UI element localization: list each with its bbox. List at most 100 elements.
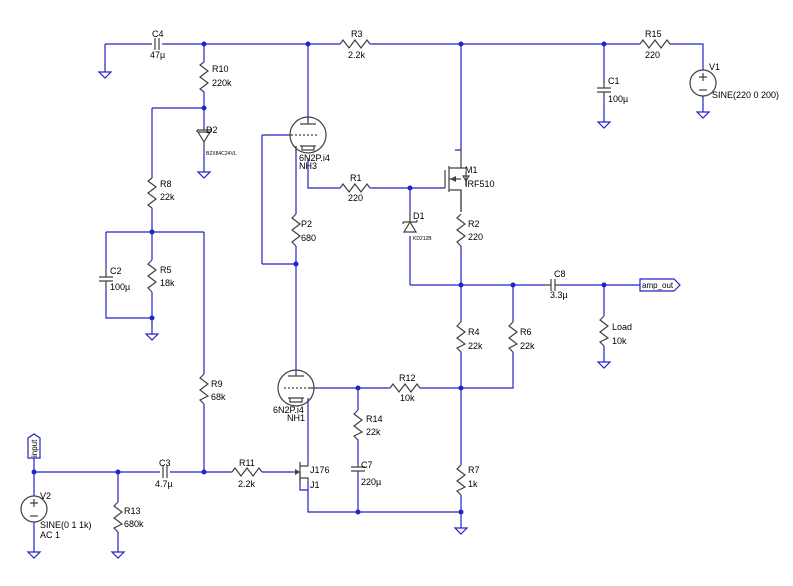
p2-ref: P2 <box>301 219 312 229</box>
capacitor-c7-symbol <box>351 464 365 474</box>
ground-v2 <box>26 551 42 559</box>
jfet-j1-symbol <box>292 462 309 482</box>
r13-value: 680k <box>124 519 144 529</box>
ground-c1 <box>596 121 612 129</box>
p2-value: 680 <box>301 233 316 243</box>
capacitor-c1-symbol <box>597 82 611 98</box>
r2-value: 220 <box>468 232 483 242</box>
r7-value: 1k <box>468 479 478 489</box>
m1-ref: M1 <box>465 165 478 175</box>
c8-value: 3.3µ <box>550 290 568 300</box>
r11-ref: R11 <box>239 458 255 468</box>
r3-value: 2.2k <box>348 50 366 60</box>
r11-value: 2.2k <box>238 479 256 489</box>
nh1-ref: NH1 <box>287 413 305 423</box>
r8-ref: R8 <box>160 179 172 189</box>
r4-value: 22k <box>468 341 483 351</box>
r15-ref: R15 <box>645 29 662 39</box>
resistor-r8-symbol <box>147 177 157 209</box>
resistor-r12-symbol <box>389 383 421 393</box>
ground-symbols <box>26 71 711 559</box>
nh1-value: 6N2P.i4 <box>273 405 304 415</box>
v2-ac-value: AC 1 <box>40 530 60 540</box>
net-label-amp-out: amp_out <box>642 281 674 290</box>
resistor-r1-symbol <box>339 183 371 193</box>
ground-r5 <box>144 333 160 341</box>
c7-ref: C7 <box>361 460 373 470</box>
load-ref: Load <box>612 322 632 332</box>
load-value: 10k <box>612 336 627 346</box>
c1-ref: C1 <box>608 76 620 86</box>
d1-ref: D1 <box>413 211 425 221</box>
r14-value: 22k <box>366 427 381 437</box>
r10-value: 220k <box>212 78 232 88</box>
c3-ref: C3 <box>159 458 171 468</box>
resistor-r6-symbol <box>507 321 519 353</box>
c8-ref: C8 <box>554 269 566 279</box>
c2-value: 100µ <box>110 282 130 292</box>
ground-r7 <box>453 527 469 535</box>
wires <box>33 43 704 552</box>
net-flag-amp-out <box>639 278 681 292</box>
zener-diode-d1-symbol <box>402 212 418 233</box>
net-flag-input <box>27 433 41 459</box>
r3-ref: R3 <box>351 29 363 39</box>
d1-value: KD212B <box>413 236 432 242</box>
c1-value: 100µ <box>608 94 628 104</box>
capacitor-c4-symbol <box>154 38 160 50</box>
c4-ref: C4 <box>152 29 164 39</box>
ground-c4 <box>97 71 113 79</box>
r10-ref: R10 <box>212 64 229 74</box>
v2-ref: V2 <box>40 491 51 501</box>
r14-ref: R14 <box>366 414 383 424</box>
ground-load <box>596 361 612 369</box>
resistor-r7-symbol <box>455 464 467 496</box>
resistor-p2-symbol <box>291 213 301 247</box>
junctions <box>31 41 607 515</box>
r1-value: 220 <box>348 193 363 203</box>
r8-value: 22k <box>160 192 175 202</box>
resistor-r10-symbol <box>199 61 209 93</box>
r15-value: 220 <box>645 50 660 60</box>
voltage-source-v2-symbol <box>20 495 48 523</box>
c2-ref: C2 <box>110 266 122 276</box>
resistor-r5-symbol <box>147 259 157 293</box>
m1-value: IRF510 <box>465 179 495 189</box>
ground-v1 <box>695 111 711 119</box>
v1-ref: V1 <box>709 62 720 72</box>
voltage-source-v1-symbol <box>689 69 717 97</box>
nh3-value: 6N2P.i4 <box>299 153 330 163</box>
capacitor-c2-symbol <box>99 268 113 290</box>
r6-ref: R6 <box>520 327 532 337</box>
r2-ref: R2 <box>468 219 480 229</box>
c3-value: 4.7µ <box>155 479 173 489</box>
r12-value: 10k <box>400 393 415 403</box>
nh3-ref: NH3 <box>299 161 317 171</box>
r9-value: 68k <box>211 392 226 402</box>
d2-value: BZX84C24VL <box>206 151 237 157</box>
resistor-r15-symbol <box>639 39 671 49</box>
r4-ref: R4 <box>468 327 480 337</box>
j1-value: J176 <box>310 465 330 475</box>
triode-nh3-symbol <box>289 116 327 154</box>
resistor-r13-symbol <box>112 501 124 533</box>
resistor-r2-symbol <box>456 213 466 247</box>
capacitor-c8-symbol <box>546 279 560 291</box>
r12-ref: R12 <box>399 373 416 383</box>
resistor-r9-symbol <box>198 373 210 405</box>
ground-r13 <box>110 551 126 559</box>
v2-value: SINE(0 1 1k) <box>40 520 92 530</box>
capacitor-c3-symbol <box>162 466 168 478</box>
r9-ref: R9 <box>211 379 223 389</box>
resistor-r4-symbol <box>455 321 467 353</box>
r13-ref: R13 <box>124 506 141 516</box>
d2-ref: D2 <box>206 125 218 135</box>
mosfet-m1-symbol <box>444 150 471 212</box>
c4-value: 47µ <box>150 50 165 60</box>
r1-ref: R1 <box>350 173 362 183</box>
c7-value: 220µ <box>361 477 381 487</box>
r5-value: 18k <box>160 278 175 288</box>
net-label-input: input <box>30 439 39 457</box>
